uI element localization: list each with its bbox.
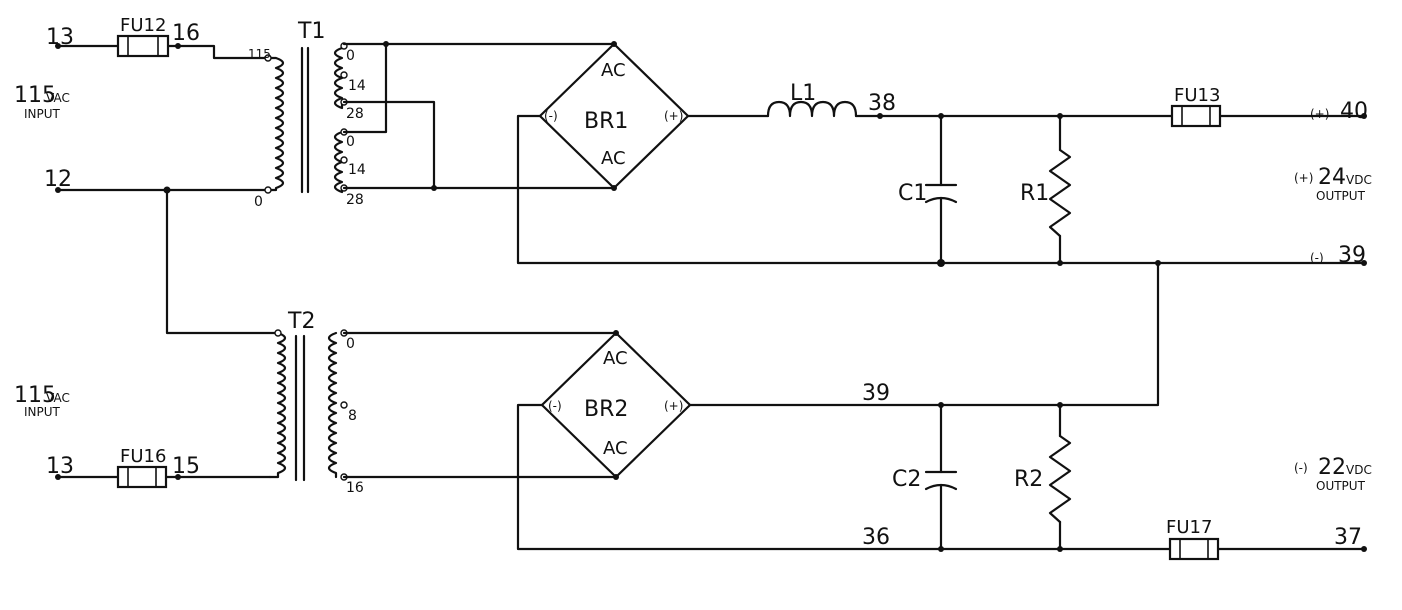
br2-label: BR2: [584, 397, 628, 422]
t1-sec-tap-6: 28: [346, 192, 364, 208]
bottom-dc-wiring: [516, 402, 1367, 552]
terminal-39-mid: 39: [862, 381, 890, 406]
output-top-sign: (+): [1294, 171, 1313, 185]
fuse-fu12-label: FU12: [120, 15, 166, 36]
input-bottom-unit: VAC: [46, 391, 70, 405]
terminal-39-group: (-) 39: [1310, 243, 1366, 268]
resistor-r2: R2: [1014, 434, 1072, 524]
terminal-40-group: (+) 40: [1310, 99, 1368, 124]
input-top-unit: VAC: [46, 91, 70, 105]
fuse-fu13: FU13: [1170, 85, 1222, 128]
transformer-t1: T1 115 0 0 14 28 0 14 28: [248, 19, 366, 210]
output-top-value: 24: [1318, 165, 1346, 190]
bridge-rectifier-br2: BR2 AC AC (-) (+): [540, 331, 692, 479]
terminal-36: 36: [862, 525, 890, 550]
terminal-12: 12: [44, 167, 72, 192]
t2-secondary-wiring: [342, 330, 619, 480]
terminal-13-bottom: 13: [46, 454, 74, 479]
t2-sec-tap-1: 0: [346, 336, 355, 352]
br1-label: BR1: [584, 109, 628, 134]
input-bottom-label: INPUT: [24, 405, 61, 419]
resistor-r2-label: R2: [1014, 467, 1043, 492]
inductor-l1: L1: [766, 81, 858, 118]
terminal-16: 16: [172, 21, 200, 46]
output-label-bottom: (-) 22 VDC OUTPUT: [1294, 455, 1372, 493]
terminal-15: 15: [172, 454, 200, 479]
br1-neg: (-): [544, 109, 558, 123]
terminal-39-right: 39: [1338, 243, 1366, 268]
capacitor-c2-label: C2: [892, 467, 921, 492]
capacitor-c2: C2: [892, 467, 958, 492]
bridge-rectifier-br1: BR1 AC AC (-) (+): [538, 42, 690, 190]
br2-pos: (+): [664, 399, 683, 413]
fuse-fu17-label: FU17: [1166, 517, 1212, 538]
top-dc-wiring: [516, 113, 1367, 406]
terminal-39-polarity: (-): [1310, 251, 1324, 265]
fuse-fu12: FU12: [116, 15, 170, 58]
resistor-r1-label: R1: [1020, 181, 1049, 206]
t2-sec-tap-2: 8: [348, 408, 357, 424]
t1-sec-tap-3: 28: [346, 106, 364, 122]
top-input-circuit: [55, 43, 280, 335]
br1-ac-top: AC: [601, 60, 626, 81]
terminal-40-polarity: (+): [1310, 107, 1329, 121]
transformer-t2: T2 0 8 16: [268, 309, 364, 496]
br2-neg: (-): [548, 399, 562, 413]
br2-ac-bottom: AC: [603, 438, 628, 459]
terminal-40: 40: [1340, 99, 1368, 124]
output-top-label: OUTPUT: [1316, 189, 1366, 203]
capacitor-c1: C1: [898, 181, 958, 206]
t1-secondary-wiring: [342, 41, 617, 191]
t1-sec-tap-1: 0: [346, 48, 355, 64]
input-bottom-value: 115: [14, 383, 56, 408]
t1-sec-tap-4: 0: [346, 134, 355, 150]
fuse-fu16: FU16: [116, 446, 168, 489]
capacitor-c1-label: C1: [898, 181, 927, 206]
input-label-bottom: 115 VAC INPUT: [14, 383, 70, 419]
t2-sec-tap-3: 16: [346, 480, 364, 496]
t1-sec-tap-5: 14: [348, 162, 366, 178]
fuse-fu13-label: FU13: [1174, 85, 1220, 106]
br1-ac-bottom: AC: [601, 148, 626, 169]
output-top-unit: VDC: [1346, 173, 1372, 187]
t1-primary-tap-0: 0: [254, 194, 263, 210]
terminal-37: 37: [1334, 525, 1362, 550]
output-bottom-sign: (-): [1294, 461, 1308, 475]
output-bottom-label: OUTPUT: [1316, 479, 1366, 493]
fuse-fu17: FU17: [1166, 517, 1220, 561]
terminal-13-top: 13: [46, 25, 74, 50]
resistor-r1: R1: [1020, 148, 1072, 238]
transformer-t2-label: T2: [287, 309, 315, 334]
br2-ac-top: AC: [603, 348, 628, 369]
br1-pos: (+): [664, 109, 683, 123]
inductor-l1-label: L1: [790, 81, 816, 106]
transformer-t1-label: T1: [297, 19, 325, 44]
t1-primary-tap-115: 115: [248, 47, 271, 61]
input-top-value: 115: [14, 83, 56, 108]
bottom-input-circuit: [55, 474, 272, 480]
input-top-label: INPUT: [24, 107, 61, 121]
fuse-fu16-label: FU16: [120, 446, 166, 467]
t1-sec-tap-2: 14: [348, 78, 366, 94]
output-label-top: (+) 24 VDC OUTPUT: [1294, 165, 1372, 203]
input-label-top: 115 VAC INPUT: [14, 83, 70, 121]
terminal-38: 38: [868, 91, 896, 116]
output-bottom-value: 22: [1318, 455, 1346, 480]
output-bottom-unit: VDC: [1346, 463, 1372, 477]
